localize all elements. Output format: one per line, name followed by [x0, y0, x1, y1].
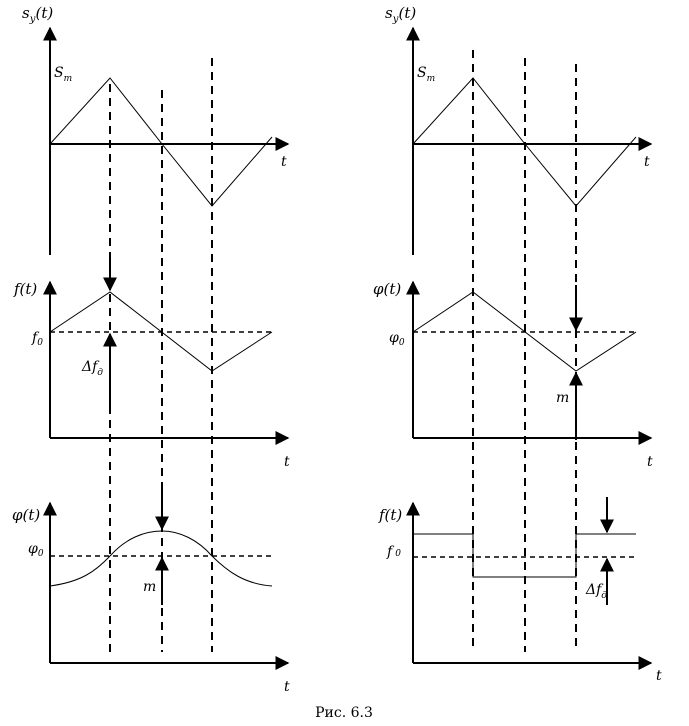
left-top-triangle-wave [49, 77, 273, 207]
right-bot-ylabel: f(t) [378, 506, 402, 524]
left-top-peak-label: Sm [54, 65, 72, 84]
right-top-ylabel: sу(t) [385, 4, 416, 25]
left-bot-phi0-label: φ0 [28, 541, 44, 559]
left-mid-deviation-label: Δfд [81, 359, 103, 378]
figure-caption: Рис. 6.3 [315, 705, 373, 721]
right-top-t-label: t [644, 154, 650, 170]
right-mid-phi0-label: φ0 [389, 330, 405, 348]
right-bot-t-label: t [656, 668, 662, 684]
left-mid-f0-label: f0 [31, 330, 43, 348]
left-mid-panel: f(t) f0 Δfд t [13, 280, 290, 470]
left-bot-ylabel: φ(t) [12, 506, 40, 524]
right-mid-panel: φ(t) φ0 m t [373, 280, 653, 470]
right-top-peak-label: Sm [417, 65, 435, 84]
right-mid-ylabel: φ(t) [373, 280, 401, 298]
left-mid-t-label: t [284, 454, 290, 470]
left-top-ylabel: sу(t) [22, 4, 53, 25]
right-top-panel: sу(t) Sm t [385, 4, 653, 255]
left-bot-panel: φ(t) φ0 m t [12, 501, 290, 695]
left-top-t-label: t [281, 154, 287, 170]
right-mid-t-label: t [647, 454, 653, 470]
left-bot-t-label: t [284, 679, 290, 695]
left-bot-deviation-label: m [143, 579, 156, 595]
right-mid-deviation-label: m [556, 390, 569, 406]
left-mid-ylabel: f(t) [13, 280, 37, 298]
right-bot-deviation-label: Δfд [585, 582, 607, 601]
left-top-panel: sу(t) Sm t [22, 4, 290, 255]
